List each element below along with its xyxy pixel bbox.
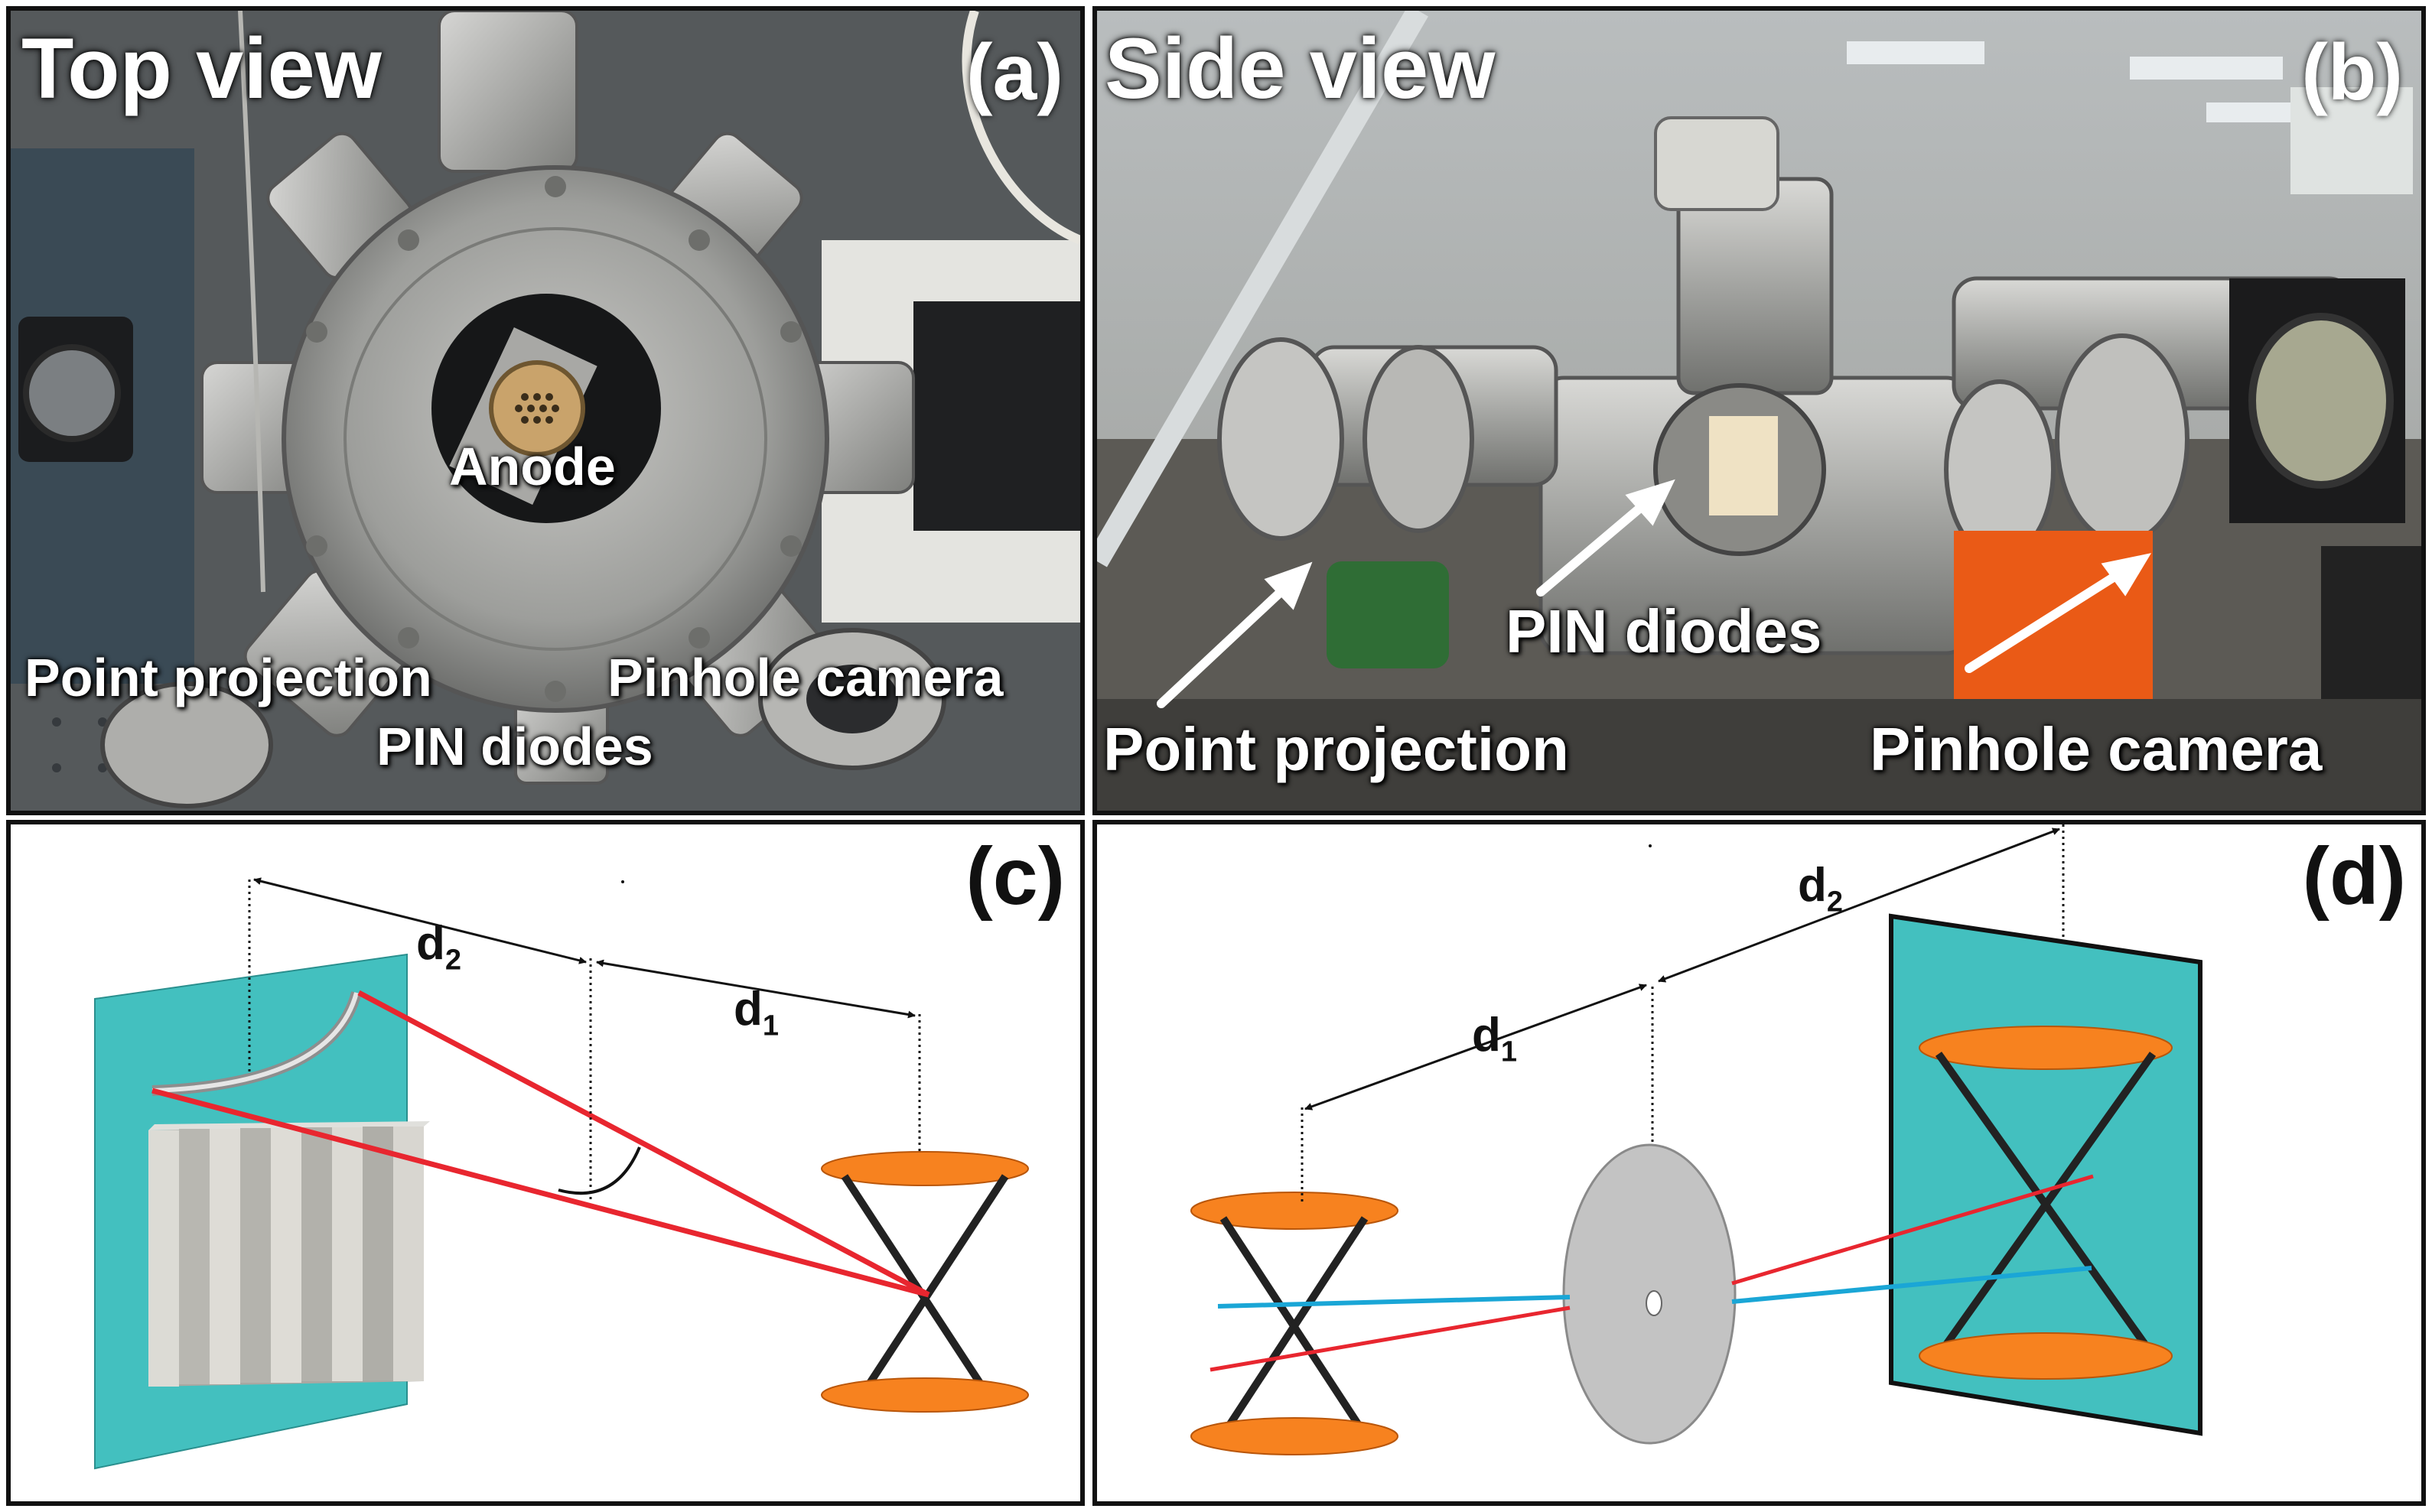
image-top	[1919, 1026, 2173, 1070]
image-line-1	[1935, 1052, 2149, 1347]
panel-a-letter: (a)	[965, 28, 1063, 117]
ray-blue-out	[1731, 1266, 2092, 1304]
d2-symbol: d	[1798, 859, 1827, 912]
emitter-bottom	[1190, 1417, 1398, 1455]
d2-subscript: 2	[1826, 886, 1844, 919]
pinhole-camera-label: Pinhole camera	[607, 648, 1004, 707]
d1-label: d1	[734, 982, 779, 1042]
d2-arrow	[253, 877, 587, 964]
cone-line-1	[841, 1174, 986, 1389]
panel-d-letter: (d)	[2302, 831, 2406, 922]
cone-line-2	[864, 1174, 1009, 1389]
d1-arrow	[596, 959, 916, 1019]
angle-arc	[558, 1146, 641, 1195]
d2-label: d2	[1798, 858, 1843, 919]
sample-block	[148, 1121, 430, 1387]
panel-d-pinhole-camera-diagram: d2 d1 (d)	[1092, 820, 2426, 1506]
d2-symbol: d	[416, 917, 445, 970]
emitter-top	[1190, 1192, 1398, 1230]
point-projection-schematic	[94, 877, 1029, 1470]
image-line-2	[1942, 1052, 2157, 1347]
ray-blue-in	[1217, 1295, 1571, 1309]
ray-upper	[357, 990, 930, 1298]
ray-red-in	[1209, 1306, 1571, 1372]
image-bottom	[1919, 1332, 2173, 1380]
ray-lower	[151, 1088, 929, 1298]
d1-subscript: 1	[1500, 1036, 1518, 1068]
pinhole-camera-label: Pinhole camera	[1870, 715, 2323, 783]
panel-b-side-view-photo: Side view (b) PIN diodes Point projectio…	[1092, 6, 2426, 815]
emitter-bottom	[821, 1377, 1029, 1413]
pinhole	[1646, 1290, 1662, 1316]
d1-symbol: d	[734, 983, 763, 1036]
d1-arrow	[1304, 984, 1647, 1110]
panel-c-letter: (c)	[965, 831, 1065, 922]
d1-symbol: d	[1472, 1009, 1501, 1062]
point-projection-label: Point projection	[24, 648, 432, 707]
d2-arrow	[1658, 828, 2060, 983]
d2-label: d2	[416, 916, 461, 977]
panel-c-point-projection-diagram: d2 d1 (c)	[6, 820, 1085, 1506]
anode-label: Anode	[449, 437, 616, 496]
point-projection-label: Point projection	[1103, 715, 1569, 783]
panel-a-top-view-photo: Top view (a) Anode Point projection Pinh…	[6, 6, 1085, 815]
ray-red-out	[1731, 1174, 2094, 1286]
panel-b-letter: (b)	[2301, 28, 2403, 117]
panel-a-title: Top view	[21, 21, 382, 116]
emitter-top	[821, 1151, 1029, 1186]
d1-label: d1	[1472, 1008, 1517, 1068]
pin-diodes-label: PIN diodes	[376, 717, 653, 776]
panel-b-title: Side view	[1105, 21, 1496, 116]
top-view-photo	[11, 11, 1080, 811]
d2-subscript: 2	[444, 944, 462, 977]
cone-line-2	[1223, 1216, 1369, 1431]
d1-subscript: 1	[762, 1010, 780, 1042]
pin-diodes-label: PIN diodes	[1506, 597, 1822, 665]
pinhole-camera-schematic	[1190, 824, 2202, 1455]
side-view-photo	[1097, 11, 2421, 811]
